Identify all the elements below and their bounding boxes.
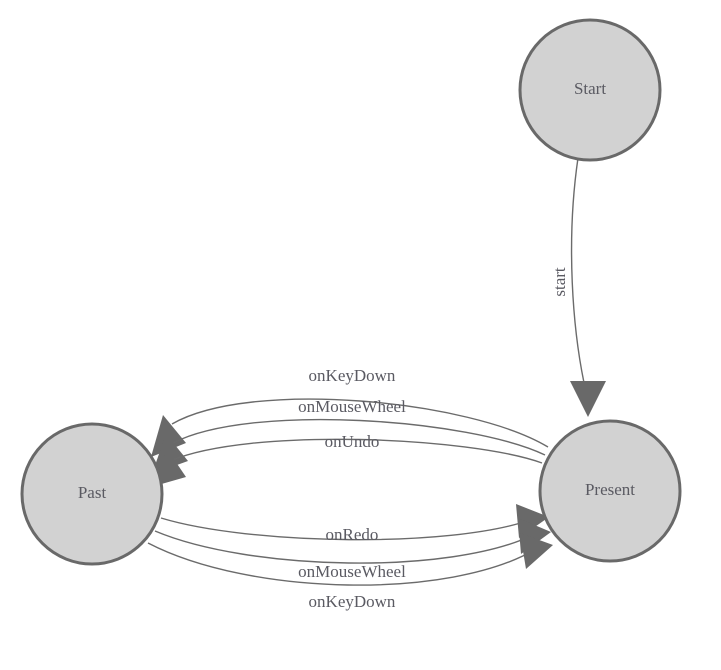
edge-label-past-to-present-onkeydown: onKeyDown xyxy=(309,592,396,611)
edge-start-to-present-arrowhead xyxy=(570,381,606,417)
edge-present-to-past-onkeydown[interactable] xyxy=(151,398,549,457)
edge-label-start: start xyxy=(550,267,569,297)
edge-label-past-to-present-onmousewheel: onMouseWheel xyxy=(298,562,406,581)
edge-present-to-past-onkeydown-arrowhead xyxy=(151,415,186,457)
node-present-label: Present xyxy=(585,480,635,499)
edge-label-present-to-past-onundo: onUndo xyxy=(325,432,380,451)
node-present[interactable]: Present xyxy=(538,419,682,563)
node-start[interactable]: Start xyxy=(518,18,662,162)
edge-past-to-present-onmousewheel-path xyxy=(154,530,534,564)
edge-past-to-present-onkeydown-arrowhead xyxy=(520,533,553,569)
node-start-circle xyxy=(518,18,662,162)
edge-start-to-present-path xyxy=(570,157,587,393)
edge-present-to-past-onmousewheel-path xyxy=(172,418,546,456)
edge-past-to-present-onkeydown-path xyxy=(147,542,537,586)
edge-label-present-to-past-onmousewheel: onMouseWheel xyxy=(298,397,406,416)
edge-past-to-present-onkeydown[interactable] xyxy=(147,533,553,586)
edge-past-to-present-onredo-path xyxy=(160,517,531,541)
node-past-label: Past xyxy=(78,483,107,502)
node-past-circle xyxy=(20,422,164,566)
edge-present-to-past-onkeydown-path xyxy=(171,398,549,448)
node-past[interactable]: Past xyxy=(20,422,164,566)
edge-start-to-present[interactable] xyxy=(570,157,606,417)
node-start-label: Start xyxy=(574,79,606,98)
edge-label-present-to-past-onkeydown: onKeyDown xyxy=(309,366,396,385)
edge-present-to-past-onundo-path xyxy=(169,438,543,464)
node-present-circle xyxy=(538,419,682,563)
edge-label-past-to-present-onredo: onRedo xyxy=(326,525,379,544)
